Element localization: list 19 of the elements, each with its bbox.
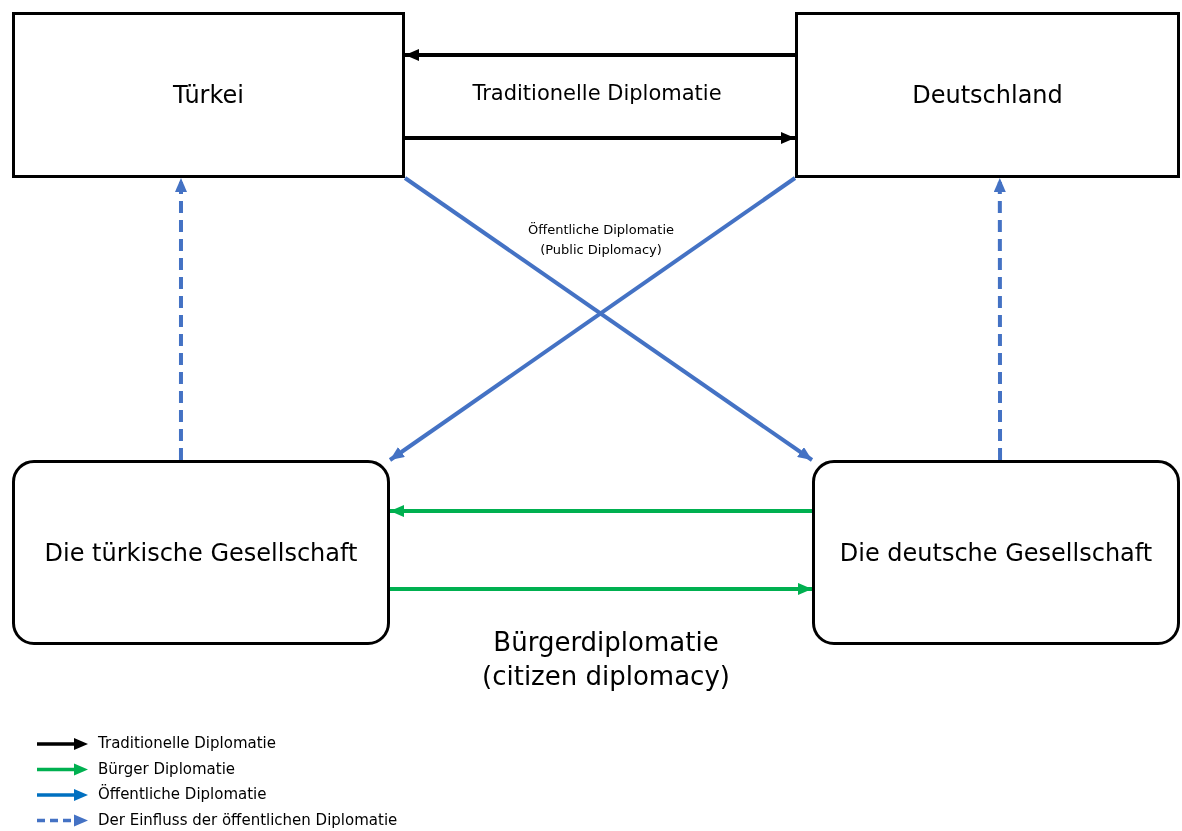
dashed-arrow: [175, 178, 187, 460]
dashed-arrow: [993, 178, 1006, 460]
legend-label: Der Einfluss der öffentlichen Diplomatie: [98, 810, 398, 829]
node-label: Die deutsche Gesellschaft: [839, 538, 1153, 567]
legend-label: Bürger Diplomatie: [98, 759, 236, 778]
arrow: [405, 132, 795, 144]
arrow: [390, 505, 812, 518]
rounded-box: [12, 460, 390, 645]
node-label: Deutschland: [912, 81, 1063, 109]
box: [12, 12, 405, 178]
node-label: Die türkische Gesellschaft: [44, 538, 358, 567]
box: [795, 12, 1180, 178]
legend-label: Öffentliche Diplomatie: [98, 785, 267, 803]
arrow: [405, 49, 795, 61]
annotation: Öffentliche Diplomatie (Public Diplomacy): [526, 221, 675, 260]
legend-label: Traditionelle Diplomatie: [98, 734, 276, 752]
rounded-box: [812, 460, 1180, 645]
arrow: [390, 582, 812, 595]
node-label: Türkei: [173, 81, 244, 109]
